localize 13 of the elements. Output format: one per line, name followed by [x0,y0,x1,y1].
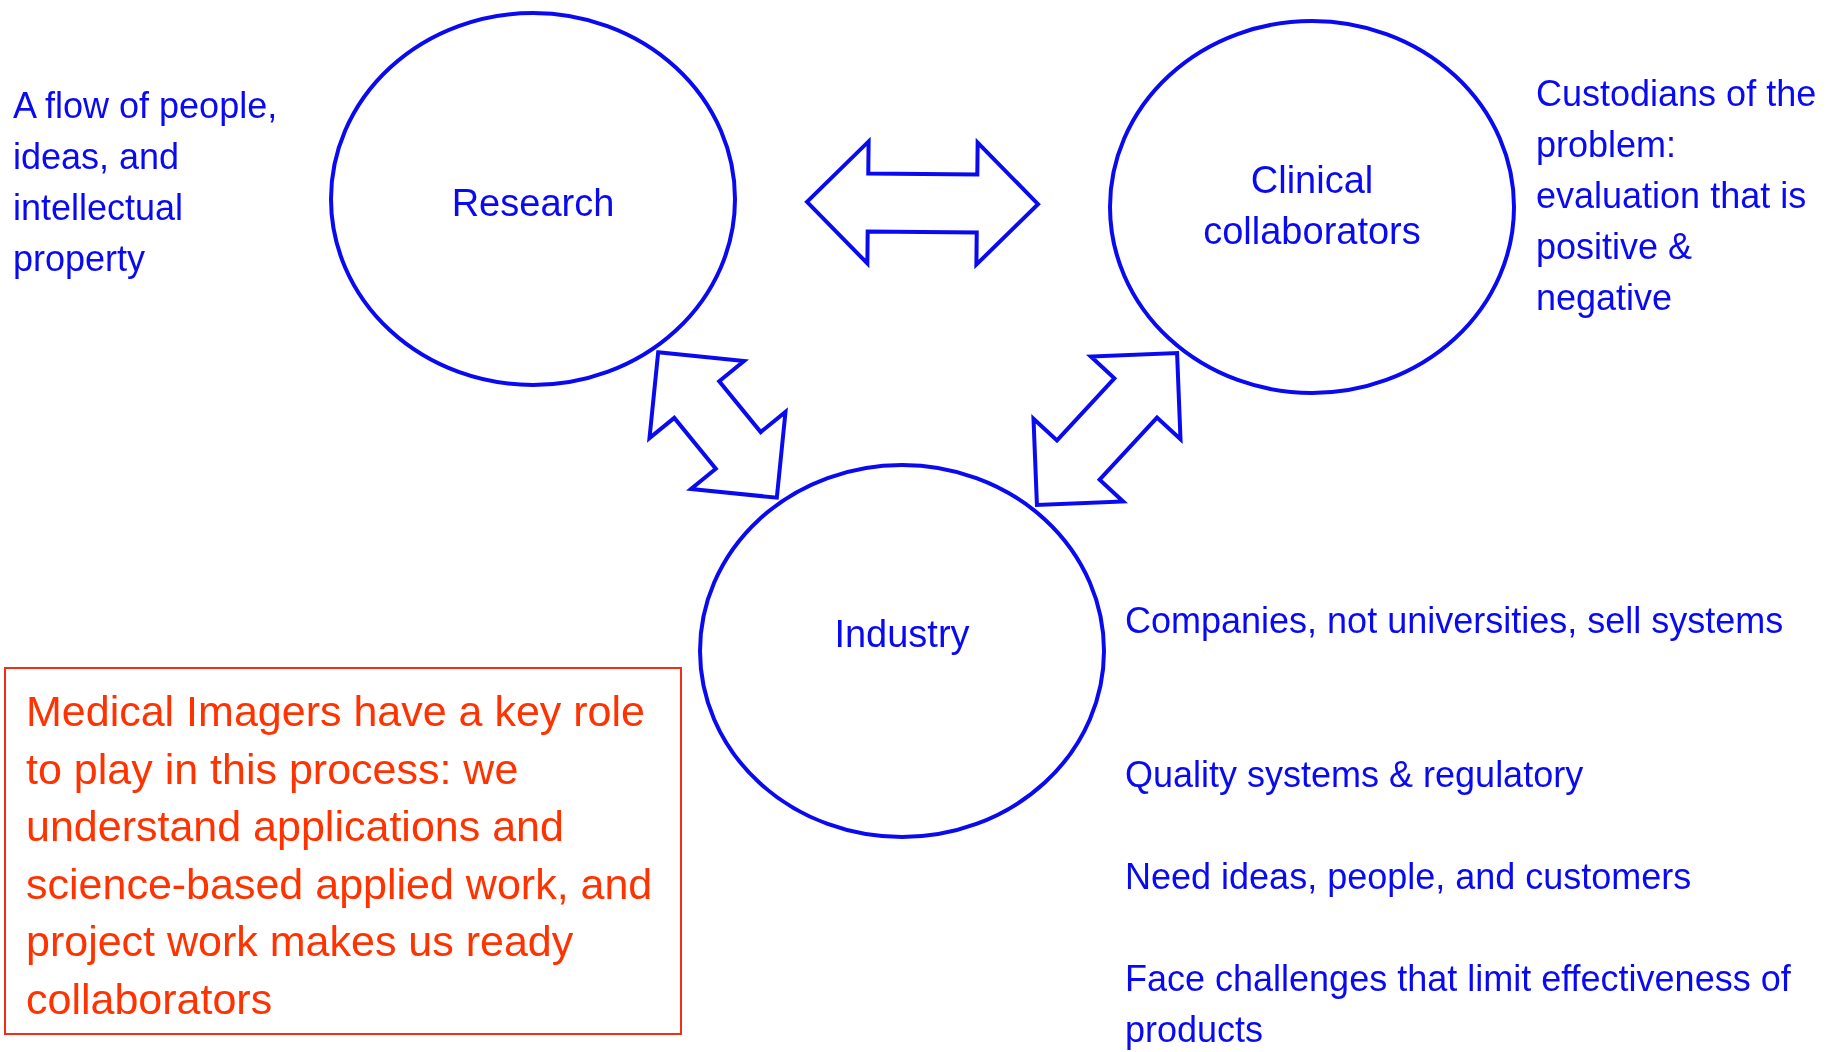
side-note: Quality systems & regulatory [1125,753,1585,797]
side-note: Face challenges that limit effectiveness of products [1125,957,1792,1052]
side-note: Companies, not universities, sell systems [1125,599,1785,643]
side-note: Need ideas, people, and customers [1125,855,1693,899]
node-label: Research [450,181,616,226]
side-note: A flow of people, ideas, and intellectual property [13,84,279,281]
double-block-arrow [647,350,788,500]
node-label: Industry [833,612,971,657]
note-text: Medical Imagers have a key role to play in this process: we understand applications and science-based applied work, and project work makes us ready collaborators [26,686,654,1025]
double-block-arrow [1031,351,1183,507]
node-label: Clinical collaborators [1202,158,1422,254]
double-block-arrow [804,136,1041,270]
side-note: Custodians of the problem: evaluation that is positive & negative [1536,72,1818,320]
